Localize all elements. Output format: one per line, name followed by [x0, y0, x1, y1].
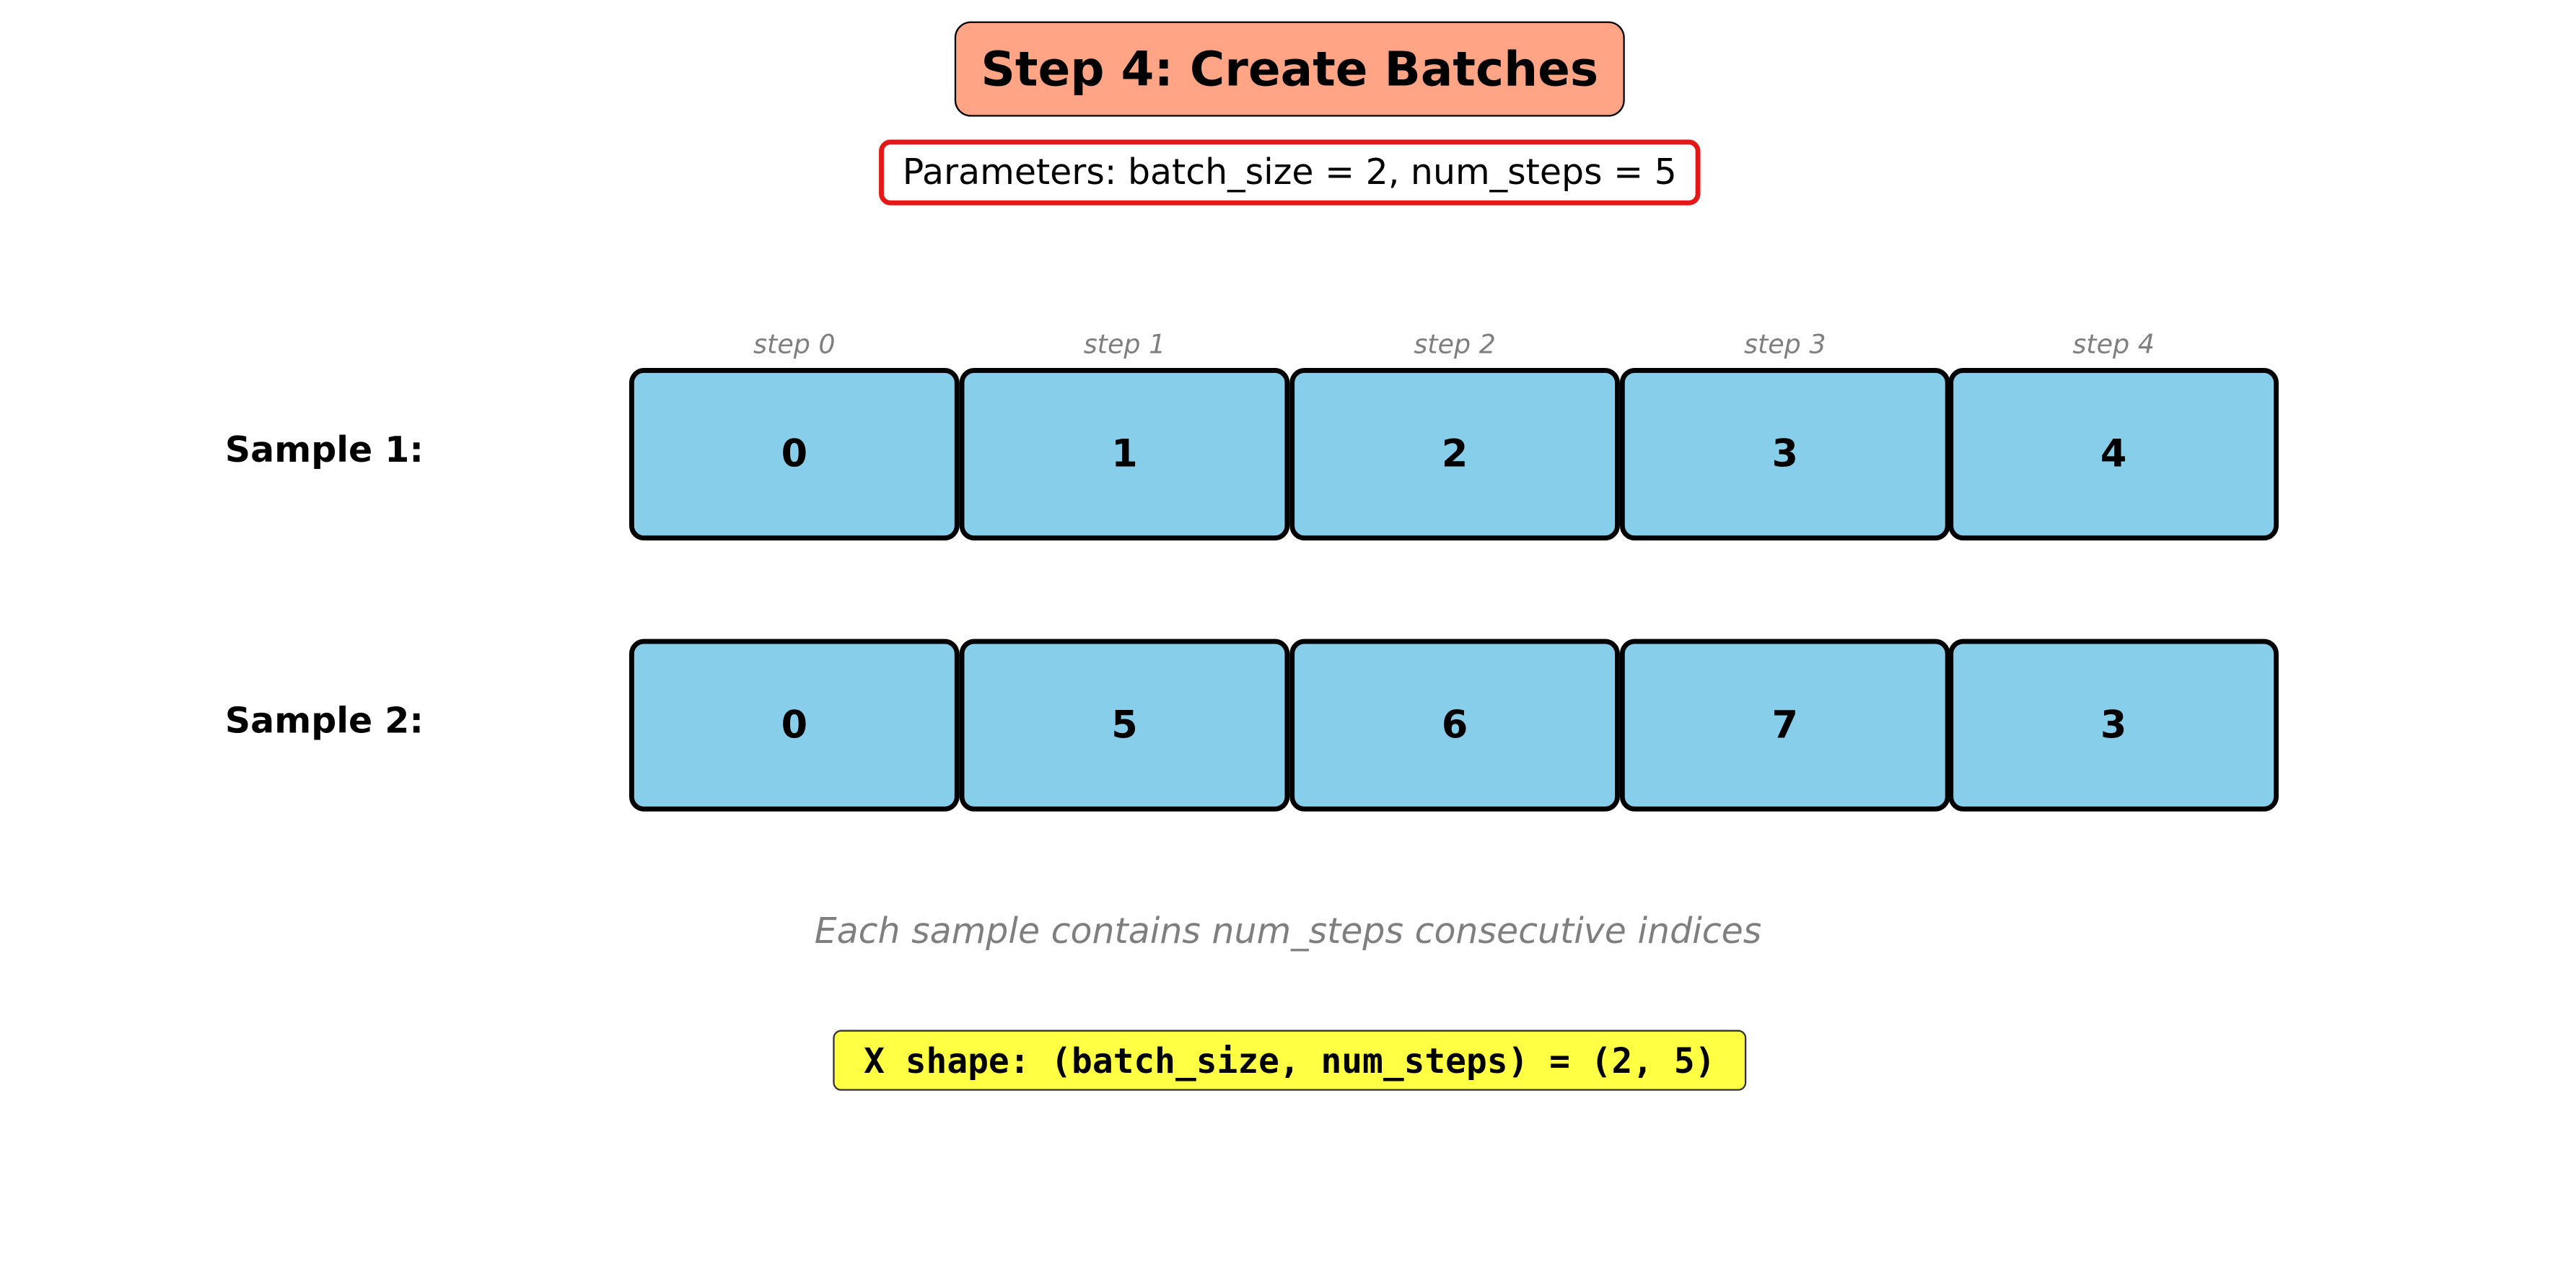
sample-2-cell-4: 3 [1948, 638, 2279, 812]
consecutive-indices-note: Each sample contains num_steps consecuti… [814, 911, 1762, 953]
sample-2-cell-0: 0 [629, 638, 960, 812]
sample-1-cell-3: 3 [1619, 368, 1950, 541]
sample-2-label: Sample 2: [224, 701, 424, 743]
parameters-box: Parameters: batch_size = 2, num_steps = … [879, 139, 1701, 206]
step-label-4: step 4 [2072, 328, 2155, 360]
sample-2-cell-1: 5 [959, 638, 1290, 812]
diagram-title: Step 4: Create Batches [954, 21, 1625, 117]
sample-2-cell-2: 6 [1289, 638, 1620, 812]
sample-1-cell-0: 0 [629, 368, 960, 541]
step-label-3: step 3 [1743, 328, 1826, 360]
sample-1-cell-2: 2 [1289, 368, 1620, 541]
sample-1-cell-4: 4 [1948, 368, 2279, 541]
step-label-1: step 1 [1083, 328, 1166, 360]
sample-2-cell-3: 7 [1619, 638, 1950, 812]
sample-1-label: Sample 1: [224, 430, 424, 472]
step-label-2: step 2 [1414, 328, 1496, 360]
x-shape-box: X shape: (batch_size, num_steps) = (2, 5… [833, 1030, 1747, 1091]
sample-1-cell-1: 1 [959, 368, 1290, 541]
step-label-0: step 0 [753, 328, 836, 360]
